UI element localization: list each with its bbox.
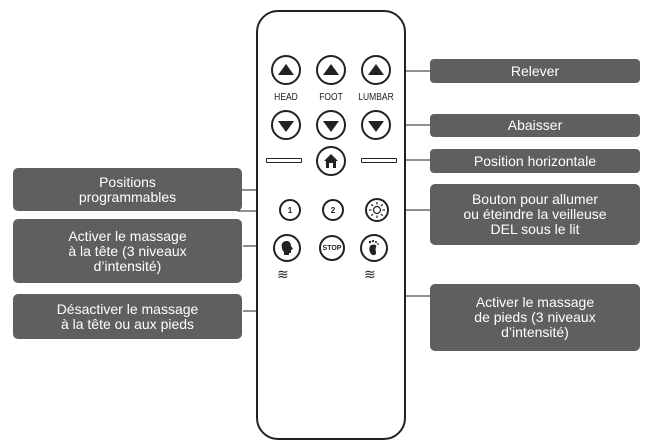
indicator-bar-left [266,158,302,163]
head-up-button[interactable] [271,55,301,85]
head-icon [281,241,293,255]
callout-light: Bouton pour allumer ou éteindre la veill… [430,184,640,245]
callout-lower: Abaisser [430,114,640,137]
head-down-button[interactable] [271,110,301,140]
memory-1-button[interactable]: 1 [279,199,301,221]
memory-2-button[interactable]: 2 [322,199,344,221]
callout-stop-massage: Désactiver le massage à la tête ou aux p… [13,294,242,339]
wave-icon: ≋ [277,266,289,282]
down-arrow-icon [368,120,384,132]
light-button[interactable] [365,198,389,222]
up-arrow-icon [323,63,339,75]
callout-head-massage: Activer le massage à la tête (3 niveaux … [13,219,242,283]
foot-label: FOOT [319,92,343,103]
callout-flat: Position horizontale [430,149,640,173]
foot-massage-button[interactable] [360,234,388,262]
stop-massage-button[interactable]: STOP [319,235,345,261]
head-massage-button[interactable] [273,234,301,262]
foot-up-button[interactable] [316,55,346,85]
down-arrow-icon [278,120,294,132]
lumbar-down-button[interactable] [361,110,391,140]
up-arrow-icon [368,63,384,75]
foot-down-button[interactable] [316,110,346,140]
up-arrow-icon [278,63,294,75]
sun-icon [369,202,385,218]
callout-raise: Relever [430,59,640,83]
callout-foot-massage: Activer le massage de pieds (3 niveaux d… [430,284,640,351]
flat-button[interactable] [316,146,346,176]
home-icon [324,154,338,168]
head-label: HEAD [274,92,298,103]
indicator-bar-right [361,158,397,163]
foot-icon [368,239,379,256]
lumbar-up-button[interactable] [361,55,391,85]
wave-icon: ≋ [364,266,376,282]
lumbar-label: LUMBAR [358,92,394,103]
down-arrow-icon [323,120,339,132]
callout-memory: Positions programmables [13,168,242,211]
